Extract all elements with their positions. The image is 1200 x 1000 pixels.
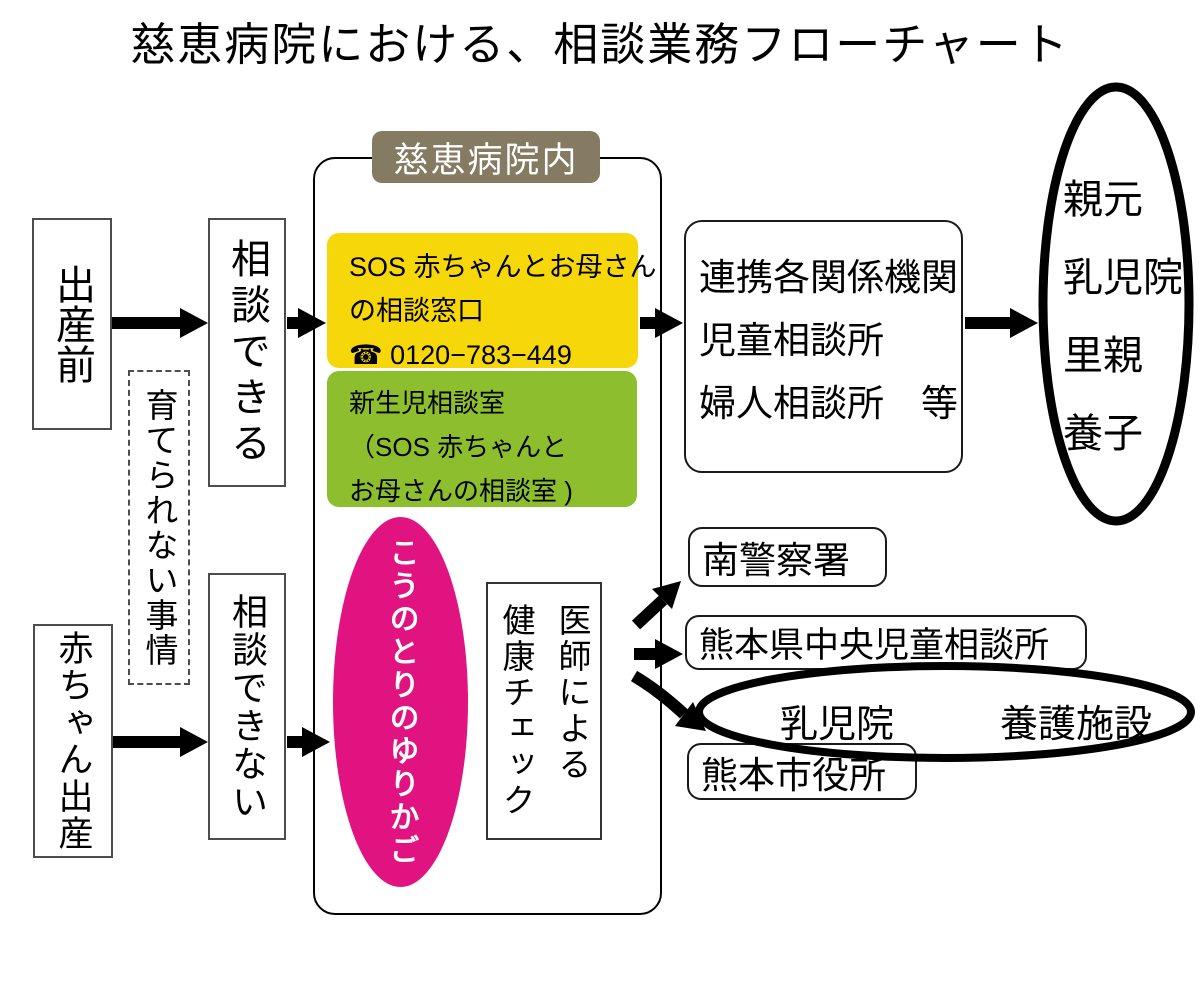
cradle-ellipse: こうのとりのゆりかご bbox=[333, 517, 468, 887]
agencies-line-3: 婦人相談所 等 bbox=[699, 383, 958, 424]
doctor-check-box: 医師による 健康チェック bbox=[486, 582, 602, 840]
cannot-raise-note-label: 育てられない事情 bbox=[141, 387, 178, 668]
outcome-parents: 親元 bbox=[1063, 178, 1143, 222]
agencies-line-1: 連携各関係機関 bbox=[699, 257, 958, 298]
child-center-label: 熊本県中央児童相談所 bbox=[699, 626, 1050, 665]
sos-window-box: SOS 赤ちゃんとお母さん の相談窓口 ☎ 0120−783−449 bbox=[327, 233, 657, 370]
city-hall-label: 熊本市役所 bbox=[701, 754, 886, 796]
stage-baby-birth-label: 赤ちゃん出産 bbox=[53, 630, 93, 852]
stage-before-birth-label: 出産前 bbox=[50, 264, 94, 384]
newborn-room-box: 新生児相談室 （SOS 赤ちゃんと お母さんの相談室 ) bbox=[327, 371, 637, 507]
cannot-consult-box: 相談できない bbox=[208, 573, 286, 840]
outcome-foster-parent: 里親 bbox=[1063, 334, 1143, 378]
agencies-line-2: 児童相談所 bbox=[699, 320, 884, 361]
facility-infant-home-label: 乳児院 bbox=[780, 704, 895, 746]
cannot-raise-note-box: 育てられない事情 bbox=[128, 370, 190, 685]
hospital-label-badge: 慈恵病院内 bbox=[372, 131, 600, 183]
child-center-box: 熊本県中央児童相談所 bbox=[685, 615, 1087, 670]
stage-baby-birth-box: 赤ちゃん出産 bbox=[33, 624, 113, 858]
outcome-adoption: 養子 bbox=[1063, 412, 1143, 456]
cradle-label: こうのとりのゆりかご bbox=[384, 537, 418, 867]
agencies-box: 連携各関係機関 児童相談所 婦人相談所 等 bbox=[684, 220, 963, 473]
city-hall-box: 熊本市役所 bbox=[687, 743, 917, 800]
newborn-room-line-3: お母さんの相談室 ) bbox=[349, 476, 573, 506]
stage-before-birth-box: 出産前 bbox=[32, 218, 112, 430]
arrow-head bbox=[675, 702, 706, 731]
doctor-check-line-1: 医師による bbox=[554, 603, 591, 783]
arrow-head bbox=[180, 308, 208, 338]
arrow-head bbox=[1010, 308, 1038, 338]
sos-window-line-1: SOS 赤ちゃんとお母さん bbox=[349, 252, 657, 282]
facility-care-home-label: 養護施設 bbox=[1000, 704, 1153, 746]
hospital-label-text: 慈恵病院内 bbox=[393, 140, 579, 180]
can-consult-label: 相談できる bbox=[225, 237, 269, 468]
sos-window-phone: ☎ 0120−783−449 bbox=[349, 340, 572, 370]
outcome-infant-home: 乳児院 bbox=[1063, 256, 1183, 300]
arrow-head bbox=[180, 727, 208, 757]
outcomes-list: 親元 乳児院 里親 養子 bbox=[1063, 161, 1183, 473]
page-title: 慈恵病院における、相談業務フローチャート bbox=[130, 19, 1070, 70]
sos-window-line-2: の相談窓口 bbox=[349, 296, 484, 326]
police-label: 南警察署 bbox=[702, 540, 850, 581]
newborn-room-line-1: 新生児相談室 bbox=[349, 388, 506, 418]
newborn-room-line-2: （SOS 赤ちゃんと bbox=[349, 432, 568, 462]
cannot-consult-label: 相談できない bbox=[227, 592, 268, 821]
police-box: 南警察署 bbox=[688, 527, 887, 587]
doctor-check-line-2: 健康チェック bbox=[498, 603, 535, 819]
can-consult-box: 相談できる bbox=[208, 218, 286, 487]
